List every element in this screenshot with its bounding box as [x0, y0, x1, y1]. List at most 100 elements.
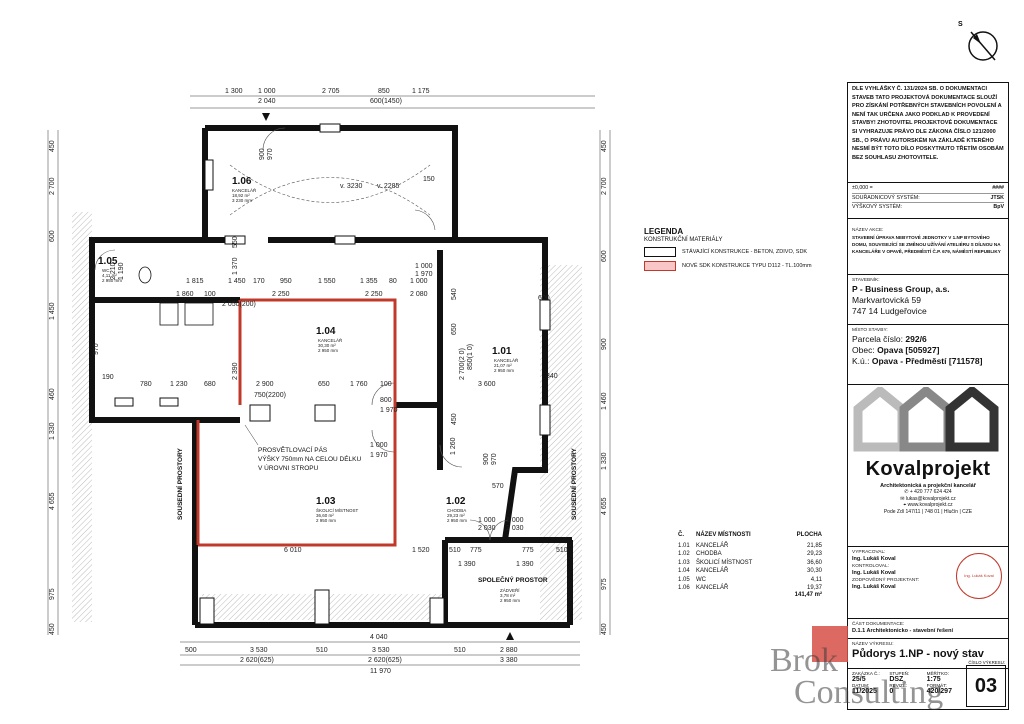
svg-text:1 175: 1 175	[412, 88, 430, 95]
svg-text:600: 600	[538, 295, 550, 302]
floor-plan: 1 300 1 000 2 040 2 705 850 1 175 600(14…	[47, 88, 611, 675]
svg-text:S: S	[958, 21, 963, 28]
svg-text:1 370: 1 370	[232, 257, 239, 275]
svg-text:1 860: 1 860	[176, 291, 194, 298]
room-1.02: 1.02 CHODBA 29,23 m² 2 950 mm	[446, 496, 467, 523]
legend-title: LEGENDA	[644, 227, 684, 236]
svg-text:500: 500	[185, 647, 197, 654]
svg-text:650: 650	[318, 381, 330, 388]
svg-text:680: 680	[204, 381, 216, 388]
svg-text:975: 975	[49, 588, 56, 600]
svg-text:970: 970	[491, 453, 498, 465]
svg-text:ŠKOLICÍ MÍSTNOST: ŠKOLICÍ MÍSTNOST	[316, 507, 359, 513]
svg-text:18,92 m²: 18,92 m²	[232, 193, 250, 198]
svg-text:750(2200): 750(2200)	[254, 392, 286, 399]
svg-text:1.01: 1.01	[492, 346, 512, 357]
svg-text:11 970: 11 970	[370, 668, 391, 675]
svg-text:1.04: 1.04	[316, 326, 336, 337]
svg-text:1 550: 1 550	[318, 278, 336, 285]
svg-text:850(1 0): 850(1 0)	[467, 344, 474, 370]
svg-text:3 380: 3 380	[500, 657, 518, 664]
title-block: DLE VYHLÁŠKY Č. 131/2024 SB. O DOKUMENTA…	[847, 82, 1009, 710]
svg-text:3 530: 3 530	[372, 647, 390, 654]
svg-text:650: 650	[451, 323, 458, 335]
svg-text:900: 900	[259, 148, 266, 160]
svg-text:775: 775	[470, 547, 482, 554]
svg-text:4 655: 4 655	[601, 497, 608, 515]
documentation-part: ČÁST DOKUMENTACE: D.1.1 Architektonicko …	[848, 619, 1008, 639]
svg-text:2 250: 2 250	[272, 291, 290, 298]
room-common: SPOLEČNÝ PROSTOR ZÁDVEŘÍ 3,78 m² 2 950 m…	[478, 575, 548, 603]
svg-text:1 355: 1 355	[360, 278, 378, 285]
svg-text:80: 80	[389, 278, 397, 285]
svg-text:4 040: 4 040	[370, 634, 388, 641]
svg-text:1 520: 1 520	[412, 547, 430, 554]
svg-text:2 050(200): 2 050(200)	[222, 301, 256, 308]
svg-text:PROSVĚTLOVACÍ PÁS: PROSVĚTLOVACÍ PÁS	[258, 445, 328, 454]
wc-fixtures	[138, 266, 214, 326]
svg-text:30,30 m²: 30,30 m²	[318, 343, 336, 348]
investor: STAVEBNÍK: P - Business Group, a.s. Mark…	[848, 275, 1008, 325]
svg-text:KANCELÁŘ: KANCELÁŘ	[232, 186, 257, 193]
light-strip-note: PROSVĚTLOVACÍ PÁS VÝŠKY 750mm NA CELOU D…	[244, 424, 362, 472]
svg-text:850: 850	[378, 88, 390, 95]
svg-text:1 450: 1 450	[228, 278, 246, 285]
svg-text:KANCELÁŘ: KANCELÁŘ	[494, 356, 519, 363]
svg-text:2 950 mm: 2 950 mm	[500, 598, 520, 603]
svg-text:1.02: 1.02	[446, 496, 466, 507]
svg-text:2 080: 2 080	[410, 291, 428, 298]
svg-text:450: 450	[49, 623, 56, 635]
svg-text:600: 600	[601, 250, 608, 262]
svg-text:2 030: 2 030	[478, 525, 496, 532]
coordinate-info: ±0,000 =#### SOUŘADNICOVÝ SYSTÉM:JTSK VÝ…	[848, 183, 1008, 219]
svg-text:570: 570	[492, 483, 504, 490]
svg-text:550: 550	[232, 236, 239, 248]
svg-text:460: 460	[49, 388, 56, 400]
dims-bottom: 500 3 530 2 620(625) 510 3 530 2 620(625…	[185, 634, 518, 675]
svg-text:2 030: 2 030	[506, 525, 524, 532]
new-walls	[196, 298, 397, 547]
svg-text:36,60 m²: 36,60 m²	[316, 513, 334, 518]
svg-text:170: 170	[253, 278, 265, 285]
svg-text:450: 450	[49, 140, 56, 152]
svg-text:CHODBA: CHODBA	[447, 508, 466, 513]
svg-text:1 330: 1 330	[49, 422, 56, 440]
svg-text:v. 3230: v. 3230	[340, 183, 363, 190]
svg-text:SPOLEČNÝ PROSTOR: SPOLEČNÝ PROSTOR	[478, 575, 548, 584]
company-logo-block: Kovalprojekt Architektonická a projekční…	[848, 385, 1008, 547]
svg-text:1.06: 1.06	[232, 176, 252, 187]
svg-text:1.03: 1.03	[316, 496, 336, 507]
svg-text:V ÚROVNI STROPU: V ÚROVNI STROPU	[258, 463, 319, 472]
svg-text:2 705: 2 705	[322, 88, 340, 95]
sheet-number: 03	[966, 665, 1006, 707]
svg-text:1 300: 1 300	[225, 88, 243, 95]
svg-text:1 190: 1 190	[118, 262, 125, 280]
svg-text:3 600: 3 600	[478, 381, 496, 388]
svg-text:1 460: 1 460	[601, 392, 608, 410]
dims-top: 1 300 1 000 2 040 2 705 850 1 175 600(14…	[225, 88, 430, 105]
svg-text:800: 800	[380, 397, 392, 404]
section-markers	[262, 113, 514, 640]
svg-text:1 760: 1 760	[350, 381, 368, 388]
legend-item-new: NOVÉ SDK KONSTRUKCE TYPU D112 - TL.100mm	[644, 261, 834, 271]
svg-text:WC: WC	[102, 268, 110, 273]
svg-text:510: 510	[316, 647, 328, 654]
legend-swatch	[644, 261, 676, 271]
svg-text:540: 540	[451, 288, 458, 300]
svg-text:1 260: 1 260	[450, 437, 457, 455]
svg-text:900: 900	[483, 453, 490, 465]
svg-text:900: 900	[601, 338, 608, 350]
svg-text:1 000: 1 000	[258, 88, 276, 95]
room-1.06: 1.06 KANCELÁŘ 18,92 m² 3 230 mm	[232, 176, 257, 203]
project-name: NÁZEV AKCE: STAVEBNÍ ÚPRAVA NEBYTOVÉ JED…	[848, 225, 1008, 275]
svg-text:1 450: 1 450	[49, 302, 56, 320]
svg-text:1 000: 1 000	[506, 517, 524, 524]
svg-text:2 700: 2 700	[601, 177, 608, 195]
svg-text:340: 340	[546, 373, 558, 380]
dims-left: 450 2 700 600 1 450 460 1 330 4 655 975 …	[49, 140, 56, 635]
